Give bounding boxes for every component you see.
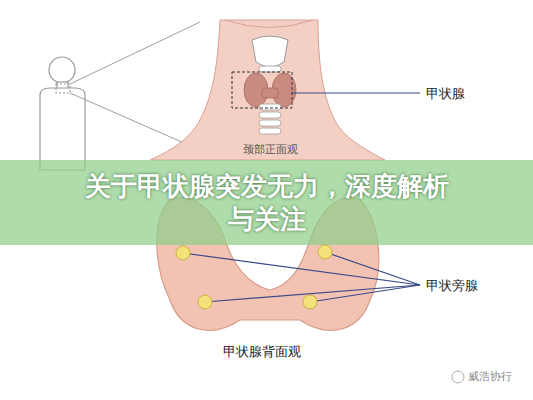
parathyroid-gland — [176, 245, 332, 309]
trachea — [259, 66, 281, 134]
neck — [150, 20, 385, 160]
watermark: 威浩协行 — [468, 369, 512, 384]
title-text: 关于甲状腺突发无力，深度解析与关注 — [82, 170, 452, 235]
title-band: 关于甲状腺突发无力，深度解析与关注 — [0, 160, 533, 245]
part-name: 甲状旁腺 — [426, 277, 478, 295]
view-caption: 颈部正面观 — [243, 142, 298, 157]
larynx — [252, 36, 288, 67]
part-name: 甲状腺 — [426, 85, 465, 103]
human-figure — [40, 57, 85, 170]
thyroid-front — [244, 73, 296, 107]
watermark-icon — [452, 371, 464, 383]
view-caption: 甲状腺背面观 — [223, 343, 301, 361]
title-banner — [0, 160, 533, 245]
